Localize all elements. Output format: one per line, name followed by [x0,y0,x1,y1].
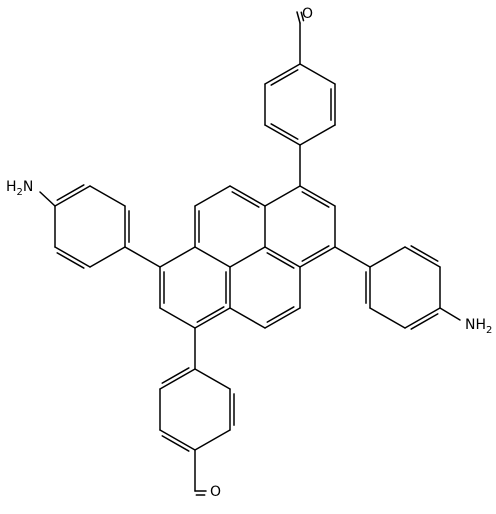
bond-line [404,307,441,329]
bond-line [229,307,266,329]
bond-line [194,307,231,329]
double-bond-line [56,184,85,201]
oxygen-atom-bottom: O [210,484,221,500]
double-bond-line [56,252,85,269]
bond-line [194,368,231,390]
amine-label-left: H2N [6,179,33,198]
bond-line [124,246,161,268]
bond-line [264,307,301,329]
bond-line [299,246,336,268]
bond-line [39,191,56,207]
bond-line [296,11,301,24]
double-bond-line [301,191,330,208]
double-bond-line [161,435,190,452]
bond-line [159,246,196,268]
bond-line [369,246,406,268]
bond-line [194,185,231,207]
bond-line [89,246,126,268]
bond-line [229,185,266,207]
bond-line [404,246,441,268]
double-bond-line [300,11,305,22]
double-bond-line [196,306,225,323]
bond-line [194,246,231,268]
double-bond-line [270,69,299,86]
bond-line [439,307,461,321]
bond-line [89,185,126,207]
bond-line [159,429,196,451]
bond-line [159,307,196,329]
bond-line [264,63,301,85]
bond-line [264,185,301,207]
bond-line [159,368,196,390]
bond-line [369,307,406,329]
double-bond-line [270,123,299,140]
bond-line [54,185,91,207]
bond-line [334,246,371,268]
amine-label-right: NH2 [465,317,492,336]
double-bond-line [301,245,330,262]
bond-line [54,246,91,268]
bond-lines [39,11,461,496]
double-bond-line [410,313,439,330]
double-bond-line [410,245,439,262]
double-bond-line [266,306,295,323]
oxygen-atom-top: O [302,6,313,22]
bond-line [229,246,266,268]
double-bond-line [161,367,190,384]
double-bond-line [266,252,295,269]
bond-line [194,429,231,451]
bond-line [299,185,336,207]
bond-line [299,63,336,85]
bond-line [264,124,301,146]
bond-line [264,246,301,268]
double-bond-line [231,191,260,208]
bond-line [299,124,336,146]
